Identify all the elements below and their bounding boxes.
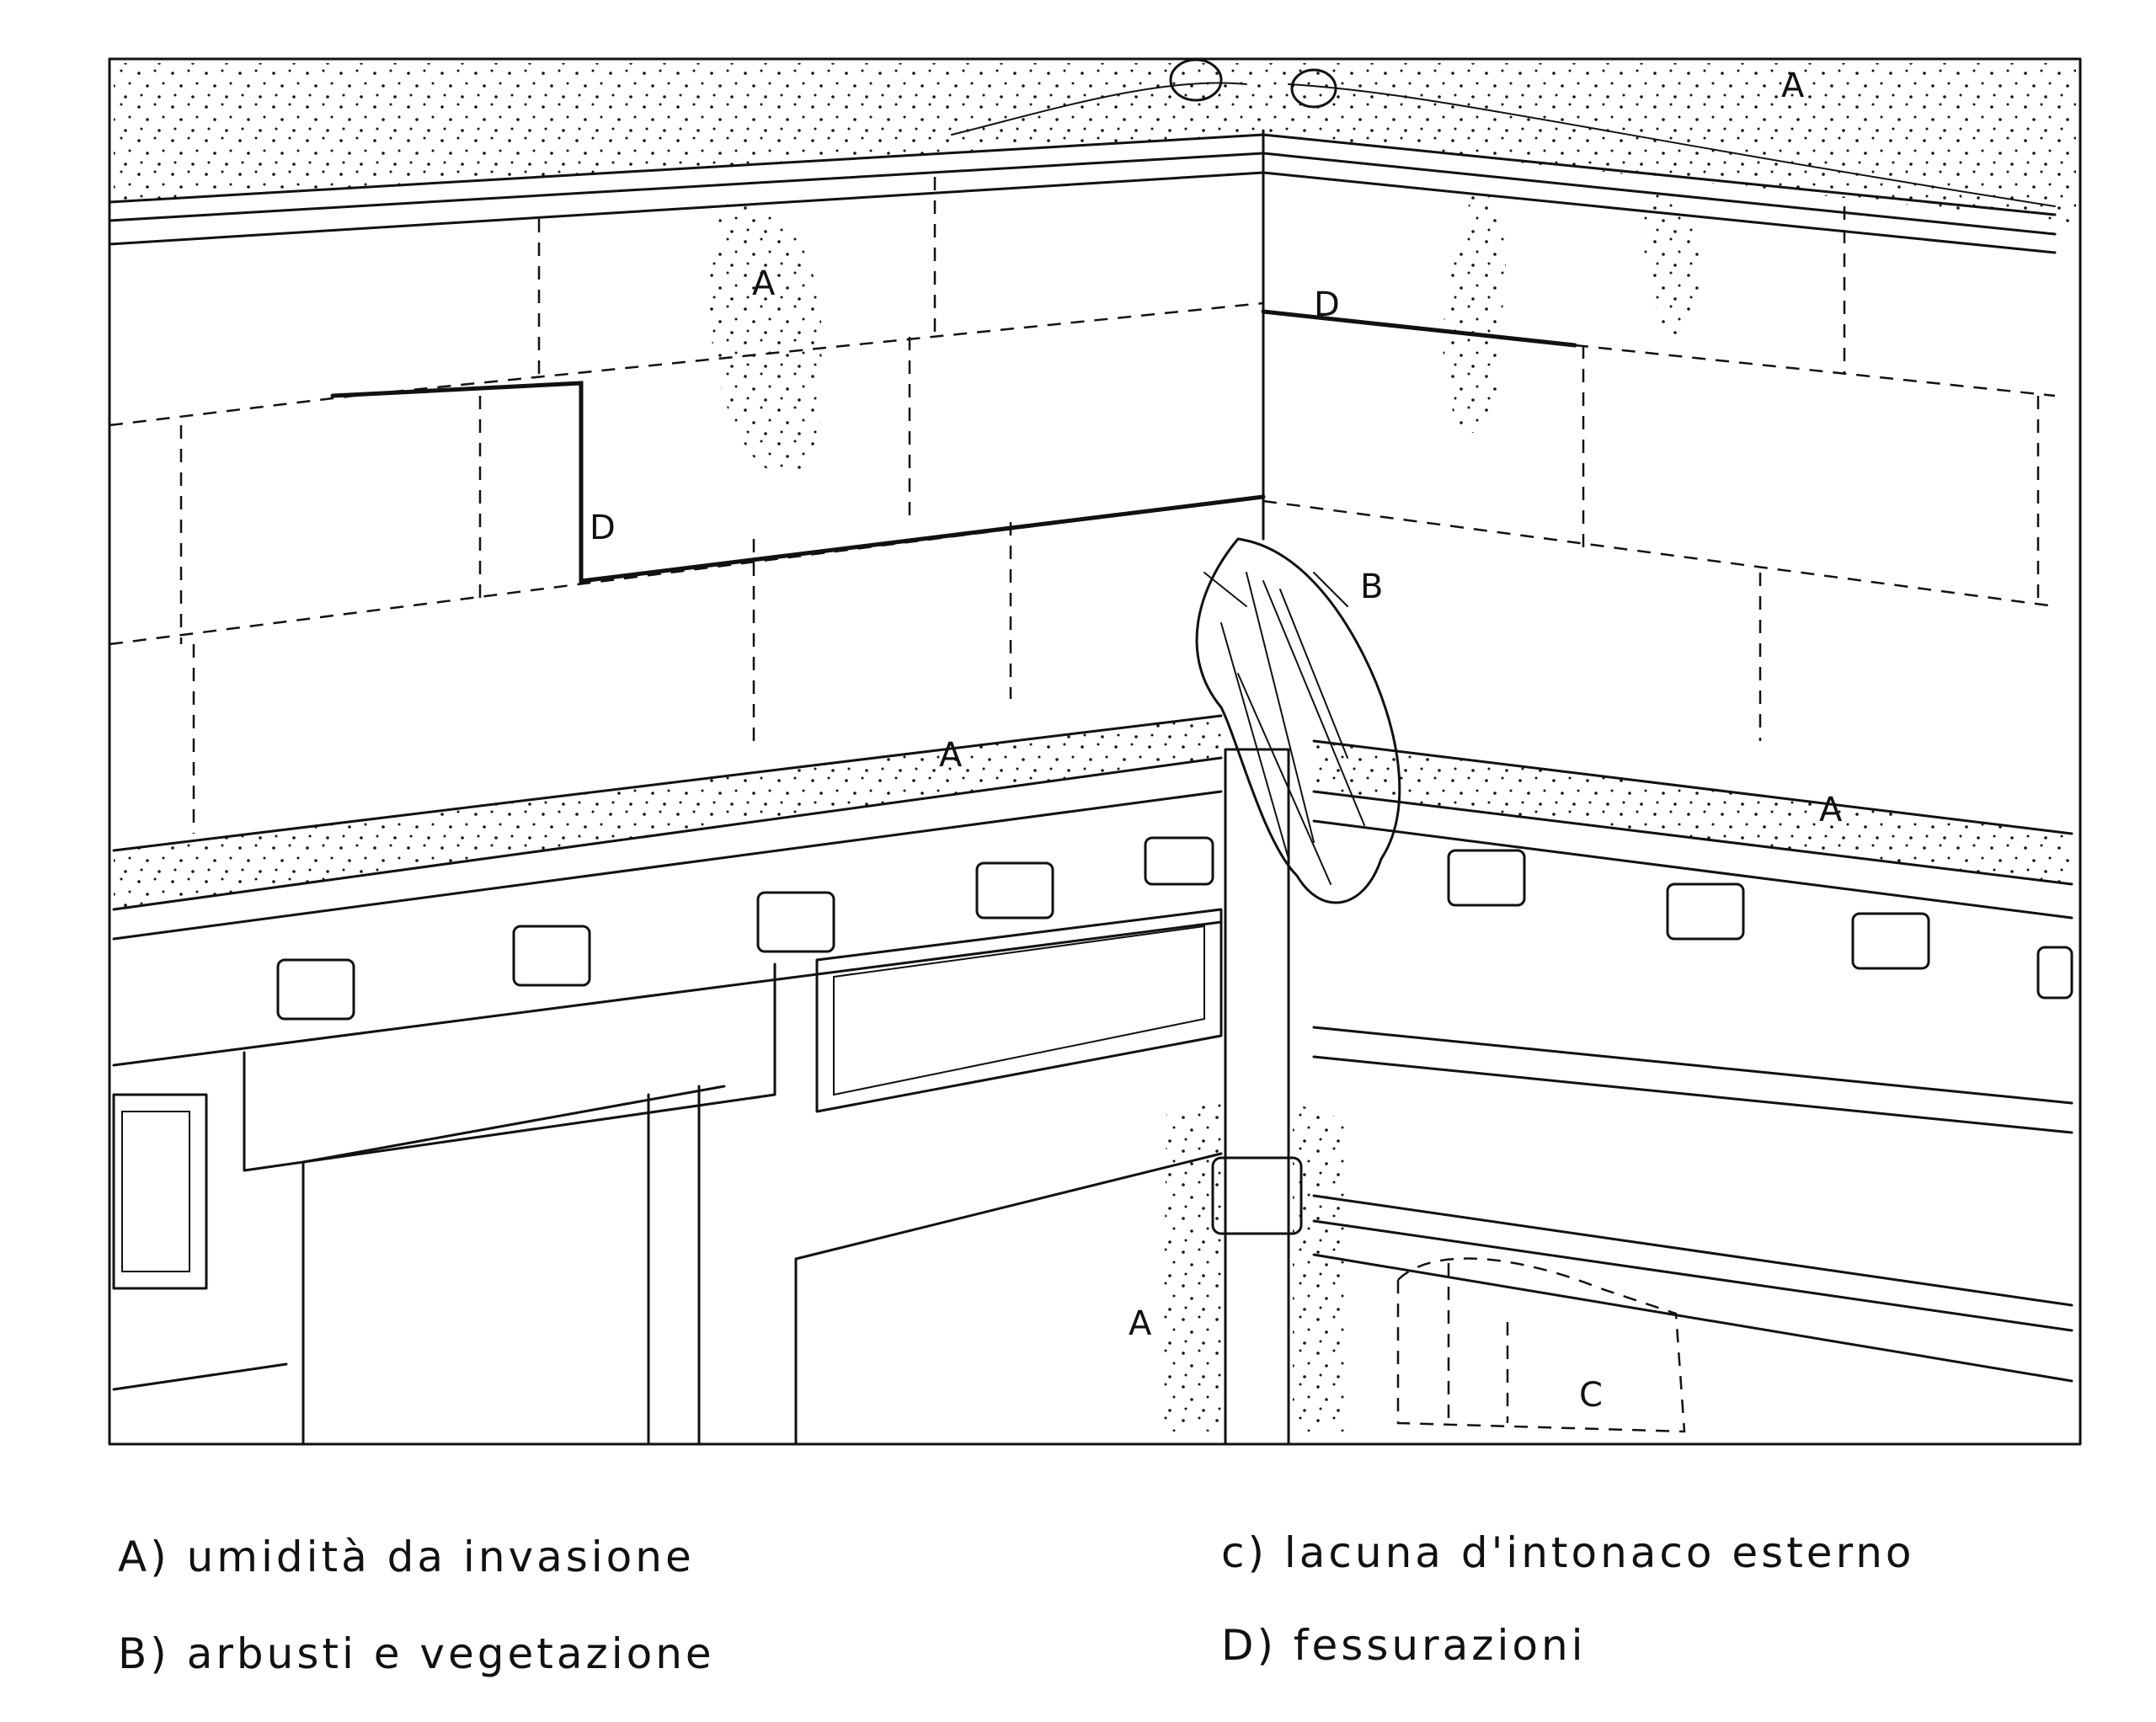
- legend-item-b: B) arbusti e vegetazione: [118, 1629, 715, 1678]
- label-a-cornice-left: A: [939, 736, 963, 775]
- plaster-loss-area: [1396, 1257, 1686, 1433]
- top-cornice: [108, 133, 2057, 216]
- moisture-patch: [1642, 194, 1700, 338]
- cable-loop: [1169, 58, 1223, 102]
- drawing-frame: [108, 57, 2082, 1446]
- cable-loop: [1290, 68, 1337, 109]
- crack-right: [1261, 309, 1577, 348]
- label-a-pipe: A: [1129, 1304, 1152, 1343]
- label-b: B: [1360, 568, 1383, 606]
- top-moisture-band: [114, 63, 1263, 202]
- label-d-right: D: [1314, 285, 1340, 324]
- pipe-moisture: [1293, 1103, 1348, 1431]
- label-a-top: A: [1781, 67, 1805, 105]
- legend-item-d: D) fessurazioni: [1221, 1621, 1587, 1670]
- label-a-cornice-right: A: [1819, 791, 1843, 829]
- lower-wall-panels: [112, 908, 2073, 1446]
- top-moisture-band-right: [1263, 63, 2076, 223]
- vegetation-shrub: [1195, 537, 1401, 904]
- pipe-moisture: [1162, 1103, 1221, 1431]
- legend-item-a: A) umidità da invasione: [118, 1533, 695, 1581]
- cornice-brackets: [276, 836, 2073, 1021]
- label-c: C: [1579, 1376, 1603, 1415]
- moisture-patch: [709, 201, 822, 475]
- lower-cornice-moisture-right: [1314, 741, 2072, 884]
- lower-cornice-moisture: [114, 716, 1221, 909]
- label-d-left: D: [590, 509, 616, 547]
- moisture-patch: [1443, 185, 1507, 434]
- crack-left: [330, 381, 1266, 584]
- legend-item-c: c) lacuna d'intonaco esterno: [1221, 1528, 1915, 1577]
- right-wall-joints: [1262, 206, 2056, 741]
- label-a-wall: A: [752, 264, 776, 303]
